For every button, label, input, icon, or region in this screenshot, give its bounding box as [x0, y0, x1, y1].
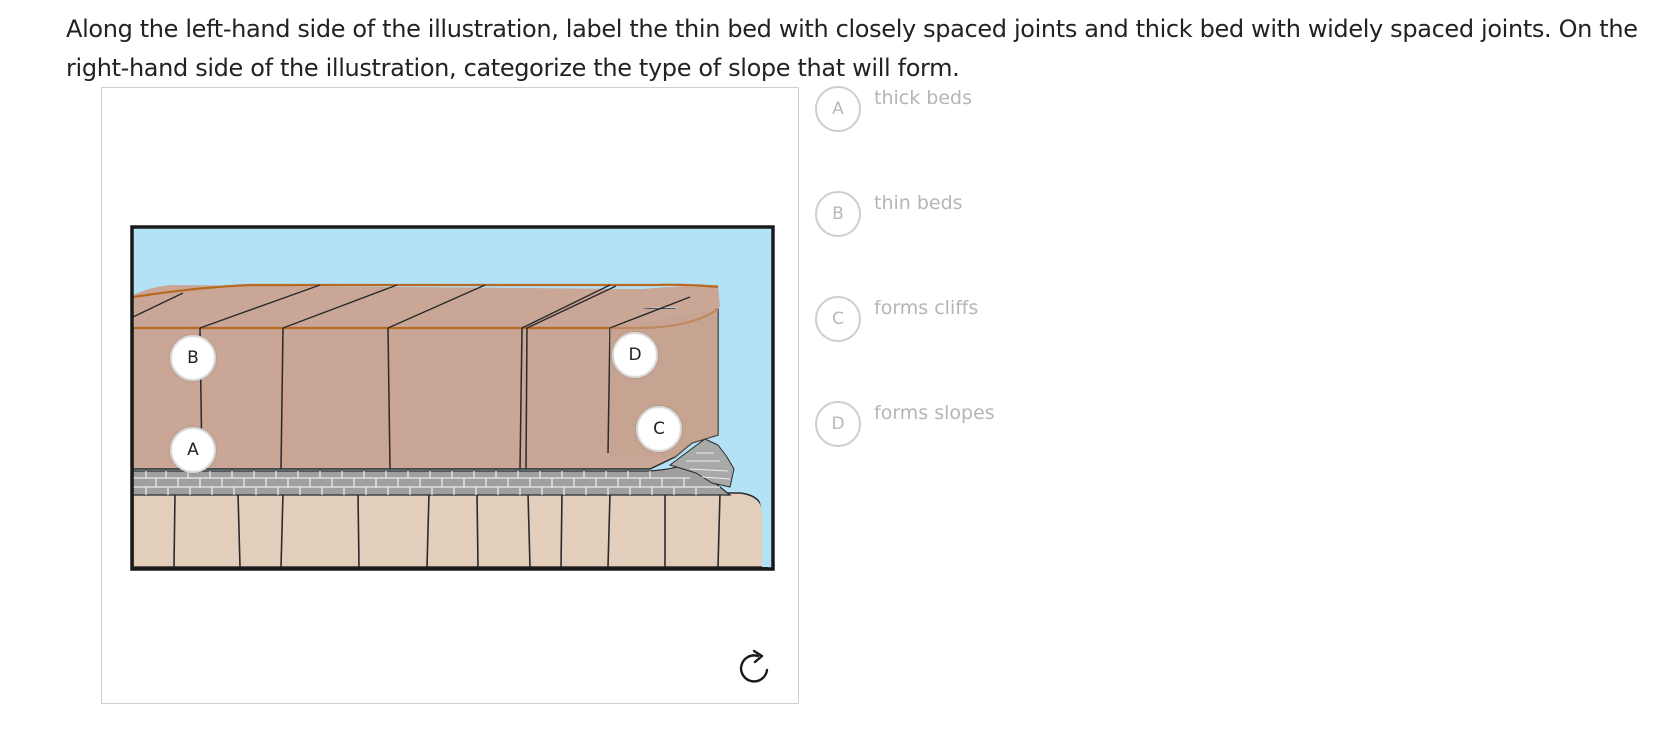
- placed-label-d[interactable]: D: [612, 332, 658, 378]
- option-label: forms slopes: [874, 402, 995, 424]
- placed-label-c[interactable]: C: [636, 406, 682, 452]
- option-letter-badge: C: [815, 296, 861, 342]
- question-prompt: Along the left-hand side of the illustra…: [66, 15, 1638, 82]
- option-thick-beds[interactable]: A thick beds: [815, 84, 972, 136]
- placed-label-a[interactable]: A: [170, 427, 216, 473]
- base-rock-layer: [132, 492, 768, 568]
- option-label: forms cliffs: [874, 297, 979, 319]
- option-letter-badge: D: [815, 401, 861, 447]
- option-label: thick beds: [874, 87, 972, 109]
- thin-bed-layer: [132, 438, 735, 496]
- option-forms-slopes[interactable]: D forms slopes: [815, 399, 995, 451]
- option-letter-badge: B: [815, 191, 861, 237]
- option-label: thin beds: [874, 192, 963, 214]
- labeling-canvas: B A D C: [101, 87, 799, 704]
- option-letter-badge: A: [815, 86, 861, 132]
- rotate-icon: [739, 649, 769, 683]
- reset-button[interactable]: [733, 646, 777, 690]
- option-thin-beds[interactable]: B thin beds: [815, 189, 963, 241]
- option-forms-cliffs[interactable]: C forms cliffs: [815, 294, 978, 346]
- rock-layers-illustration: [130, 225, 775, 571]
- placed-label-b[interactable]: B: [170, 335, 216, 381]
- thick-bed-layer: [132, 283, 720, 470]
- illustration-border: [130, 225, 775, 571]
